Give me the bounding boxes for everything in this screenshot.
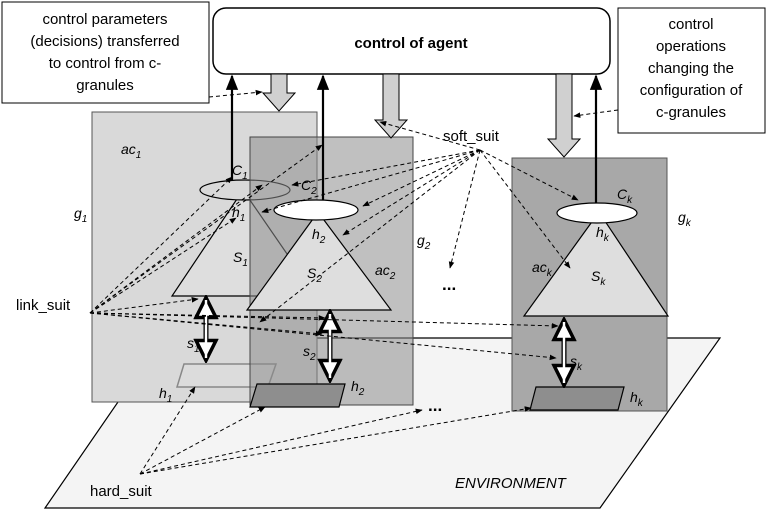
right-note-line-1: control [668,16,713,33]
right-note-line-5: c-granules [656,104,726,121]
hard-suit-label: hard_suit [90,483,153,500]
h1-top-label: h1 [232,204,245,224]
ac1-label: ac1 [121,141,141,161]
h2-bottom-label: h2 [351,378,365,398]
h2-hard-parallelogram [249,383,346,408]
granule-2-ellipse [273,199,359,221]
right-note-box [617,7,766,134]
right-note-line-2: operations [656,38,726,55]
left-note-line-4: granules [76,77,134,94]
s2-label: s2 [303,343,316,363]
ack-label: ack [532,259,553,279]
h1-bottom-label: h1 [159,385,172,405]
S2-label: S2 [307,265,322,285]
soft-suit-label: soft_suit [443,128,500,145]
block-arrow-to-granule-1 [261,73,297,112]
right-note-dashed-arrow [573,109,619,118]
left-note-line-1: control parameters [42,11,167,28]
S1-label: S1 [233,249,248,269]
right-note-line-3: changing the [648,60,734,77]
hk-bottom-label: hk [630,389,644,409]
Sk-label: Sk [591,268,606,288]
left-note-box [1,1,210,104]
environment-label: ENVIRONMENT [455,475,568,492]
control-of-agent-title: control of agent [354,35,467,52]
link-suit-arrows [89,144,559,361]
ac2-label: ac2 [375,262,396,282]
right-note-line-4: configuration of [640,82,743,99]
gk-label: gk [678,209,692,229]
hk-hard-parallelogram [529,386,625,411]
granule-k-ellipse [556,202,638,224]
block-arrow-to-granule-k [546,73,582,158]
more-granules-ellipsis-1: ... [442,275,456,294]
C2-label: C2 [301,177,317,197]
link-suit-label: link_suit [16,297,71,314]
left-note-line-2: (decisions) transferred [30,33,179,50]
C1-label: C1 [232,162,248,182]
soft-suit-arrows [259,121,579,323]
granule-k-triangle [522,210,670,317]
s1-label: s1 [187,335,200,355]
h2-top-label: h2 [312,226,326,246]
more-granules-ellipsis-2: ... [428,396,442,415]
hard-suit-arrows [139,386,532,475]
control-of-agent-box [212,7,611,75]
hk-top-label: hk [596,224,610,244]
left-note-line-3: to control from c- [49,55,162,72]
sk-label: sk [570,353,583,373]
g2-label: g2 [417,232,431,252]
left-note-dashed-arrow [208,89,263,98]
g1-label: g1 [74,205,87,225]
Ck-label: Ck [617,186,633,206]
